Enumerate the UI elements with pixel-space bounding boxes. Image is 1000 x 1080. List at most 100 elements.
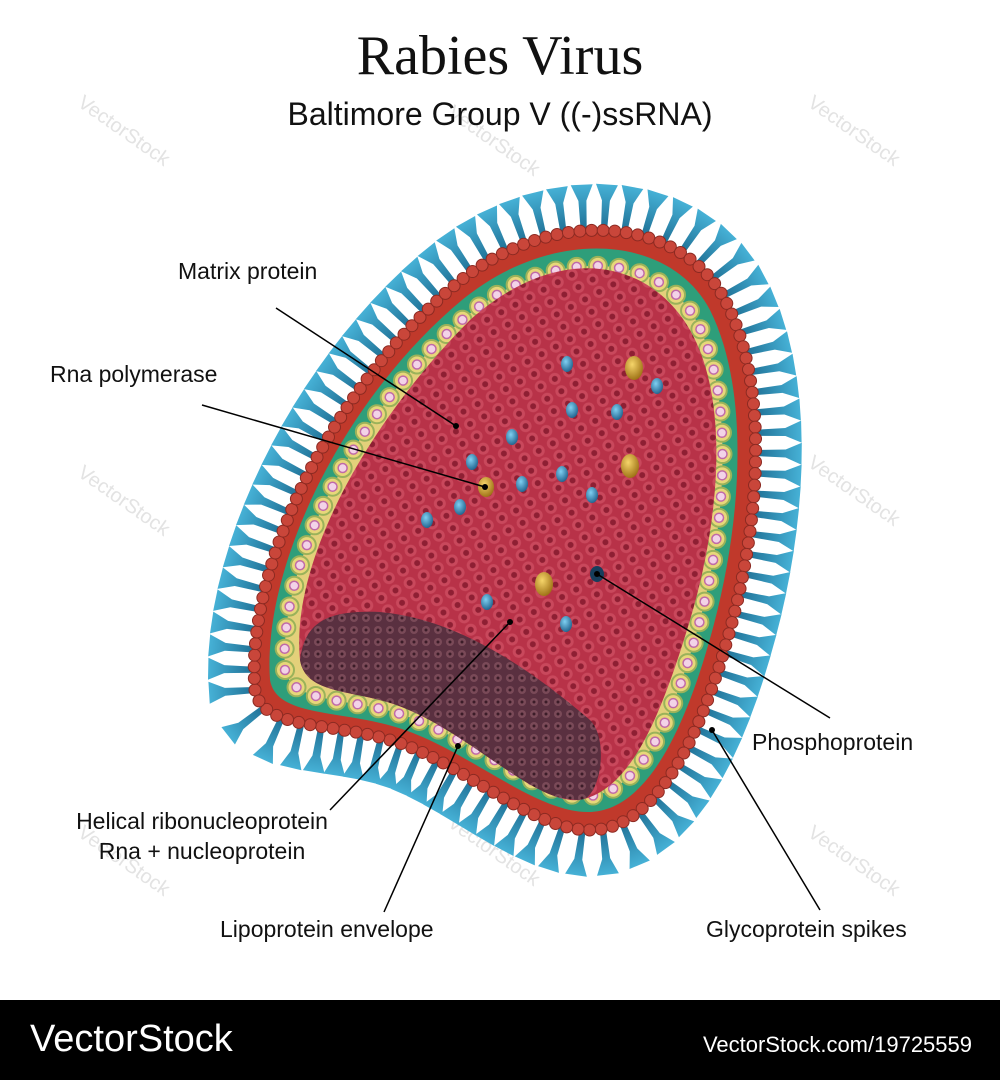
outer-bead — [585, 223, 599, 237]
outer-bead — [747, 408, 761, 422]
matrix-bead-center — [373, 703, 384, 714]
glycoprotein-spike — [303, 370, 350, 409]
outer-bead — [682, 736, 696, 750]
glycoprotein-spike — [342, 732, 365, 781]
outer-bead — [260, 702, 274, 716]
outer-bead — [728, 604, 742, 618]
matrix-bead-center — [411, 359, 423, 370]
outer-bead — [248, 648, 262, 662]
glycoprotein-spike — [722, 649, 771, 677]
glycoprotein-spike — [261, 445, 309, 479]
outer-bead — [735, 570, 749, 584]
outer-bead — [353, 381, 367, 395]
outer-bead — [315, 720, 329, 734]
glycoprotein-spike — [744, 331, 793, 356]
matrix-bead-center — [441, 328, 452, 340]
matrix-bead-center — [653, 276, 665, 288]
matrix-bead-center — [309, 520, 320, 531]
diagram-canvas: VectorStock VectorStock VectorStock Vect… — [50, 25, 914, 942]
outer-bead — [658, 776, 672, 790]
outer-bead — [616, 815, 630, 829]
outer-bead — [749, 432, 763, 446]
matrix-bead-center — [688, 637, 699, 648]
outer-bead — [665, 766, 679, 780]
footer-brand: VectorStock — [30, 1018, 233, 1060]
glycoprotein-spike — [538, 824, 566, 873]
diagram-title: Rabies Virus — [356, 25, 644, 87]
outer-bead — [731, 593, 745, 607]
outer-bead — [276, 524, 290, 538]
matrix-bead-center — [457, 314, 468, 325]
outer-bead — [528, 233, 542, 247]
glycoprotein-spike — [755, 464, 802, 487]
glycoprotein-spike — [641, 189, 669, 238]
glycoprotein-spike — [755, 442, 802, 465]
outer-bead — [349, 725, 363, 739]
matrix-bead-center — [613, 262, 625, 274]
matrix-bead-center — [284, 601, 295, 612]
outer-bead — [673, 246, 687, 260]
outer-bead — [619, 226, 633, 240]
matrix-bead-center — [702, 343, 714, 355]
outer-bead — [347, 391, 361, 405]
outer-bead — [405, 319, 419, 333]
matrix-bead-center — [359, 426, 371, 437]
outer-bead — [631, 228, 645, 242]
matrix-bead-center — [337, 462, 348, 474]
matrix-bead-center — [708, 364, 719, 375]
glycoprotein-spike — [636, 809, 675, 855]
matrix-bead-center — [288, 580, 300, 591]
outer-bead — [256, 591, 270, 605]
outer-bead — [708, 277, 722, 291]
glycoprotein-spike — [702, 707, 751, 738]
glycoprotein-spike — [709, 242, 755, 282]
matrix-bead-center — [699, 596, 710, 607]
glycoprotein-spike — [499, 196, 528, 245]
glycoprotein-spike — [279, 722, 305, 771]
glycoprotein-spike — [252, 464, 300, 497]
glycoprotein-spike — [208, 681, 256, 704]
outer-bead — [671, 756, 685, 770]
glycoprotein-spike — [341, 319, 387, 360]
outer-bead — [720, 296, 734, 310]
outer-bead — [415, 745, 429, 759]
outer-bead — [253, 602, 267, 616]
glycoprotein-spike — [243, 484, 292, 516]
outer-bead — [561, 225, 575, 239]
glycoprotein-spike — [494, 808, 529, 857]
outer-bead — [749, 455, 763, 469]
matrix-bead-ring — [274, 255, 733, 806]
glycoprotein-spike — [664, 779, 710, 819]
outer-bead — [250, 625, 264, 639]
glycoprotein-spike — [695, 223, 737, 267]
glycoprotein-spike — [457, 788, 493, 836]
outer-bead — [247, 671, 261, 685]
glycoprotein-spike — [401, 256, 443, 301]
outer-bead — [538, 812, 552, 826]
outer-bead — [747, 490, 761, 504]
matrix-bead-center — [393, 708, 405, 719]
matrix-bead-center — [433, 724, 444, 735]
matrix-bead-center — [327, 481, 338, 492]
matrix-bead-center — [291, 682, 302, 693]
outer-bead — [549, 817, 563, 831]
outer-bead — [651, 785, 665, 799]
outer-bead — [299, 471, 313, 485]
glycoprotein-spike — [302, 726, 325, 774]
outer-bead — [340, 401, 354, 415]
outer-bead — [722, 627, 736, 641]
glycoprotein-spike — [207, 657, 255, 680]
label-matrix-protein: Matrix protein — [178, 258, 318, 284]
glycoprotein-spike — [252, 716, 285, 764]
outer-bead — [292, 715, 306, 729]
glycoprotein-spike — [370, 286, 414, 329]
matrix-bead-center — [716, 470, 728, 481]
glycoprotein-spike — [742, 570, 791, 594]
matrix-bead-center — [667, 697, 679, 709]
matrix-bead-center — [659, 717, 671, 728]
outer-bead — [248, 683, 262, 697]
outer-bead — [571, 822, 585, 836]
outer-bead — [708, 671, 722, 685]
label-phosphoprotein: Phosphoprotein — [752, 729, 914, 755]
outer-bead — [285, 503, 299, 517]
